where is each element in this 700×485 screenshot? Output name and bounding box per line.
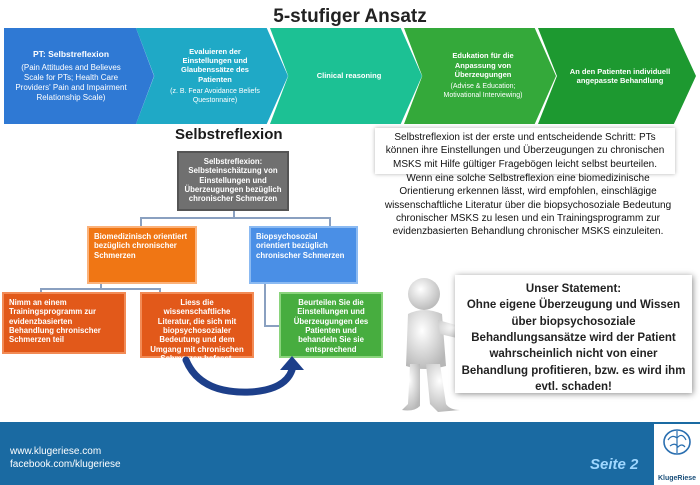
statement-heading: Unser Statement: bbox=[525, 283, 622, 295]
tree-connector bbox=[264, 325, 280, 327]
tree-connector bbox=[140, 217, 142, 227]
process-step-heading: Clinical reasoning bbox=[316, 71, 382, 81]
intro-text: Selbstreflexion ist der erste und entsch… bbox=[375, 128, 675, 174]
statement-body: Ohne eigene Überzeugung und Wissen über … bbox=[461, 299, 686, 393]
facebook-link[interactable]: facebook.com/klugeriese bbox=[10, 459, 121, 470]
process-step-sub: (Advise & Education; Motivational Interv… bbox=[443, 83, 523, 100]
brand-logo: KlugeRiese bbox=[654, 424, 700, 485]
tree-root-box: Selbstreflexion: Selbsteinschätzung von … bbox=[177, 151, 289, 211]
tree-connector bbox=[159, 288, 161, 292]
process-step-heading: PT: Selbstreflexion bbox=[32, 48, 110, 59]
process-step-1: PT: Selbstreflexion (Pain Attitudes and … bbox=[4, 28, 154, 124]
page-title: 5-stufiger Ansatz bbox=[273, 6, 427, 27]
process-step-3: Clinical reasoning bbox=[270, 28, 422, 124]
curved-arrow-icon bbox=[182, 356, 304, 396]
process-step-2: Evaluieren der Einstellungen und Glauben… bbox=[136, 28, 288, 124]
biomedical-box: Biomedizinisch orientiert bezüglich chro… bbox=[87, 226, 197, 284]
footer-bar: www.klugeriese.com facebook.com/klugerie… bbox=[0, 422, 700, 485]
brain-icon bbox=[663, 429, 691, 455]
process-step-sub: (Pain Attitudes and Believes Scale for P… bbox=[15, 63, 127, 103]
tree-connector bbox=[264, 283, 266, 327]
process-step-5: An den Patienten individuell angepasste … bbox=[538, 28, 696, 124]
tree-connector bbox=[140, 217, 330, 219]
process-step-4: Edukation für die Anpassung von Überzeug… bbox=[404, 28, 556, 124]
literature-box: Liess die wissenschaftliche Literatur, d… bbox=[140, 292, 254, 363]
tree-connector bbox=[233, 210, 235, 218]
training-program-box: Nimm an einem Trainingsprogramm zur evid… bbox=[2, 292, 126, 354]
tree-connector bbox=[329, 217, 331, 227]
tree-connector bbox=[40, 288, 160, 290]
assess-patient-box: Beurteilen Sie die Einstellungen und Übe… bbox=[279, 292, 383, 358]
section-title: Selbstreflexion bbox=[175, 126, 283, 143]
process-step-heading: An den Patienten individuell angepasste … bbox=[569, 66, 671, 85]
website-link[interactable]: www.klugeriese.com bbox=[10, 446, 102, 457]
process-step-heading: Edukation für die Anpassung von Überzeug… bbox=[452, 51, 514, 79]
recommendation-text: Wenn eine solche Selbstreflexion eine bi… bbox=[384, 173, 672, 238]
page-number: Seite 2 bbox=[590, 456, 639, 473]
logo-name: KlugeRiese bbox=[657, 475, 697, 482]
statement-box: Unser Statement: Ohne eigene Überzeugung… bbox=[455, 275, 692, 393]
tree-connector bbox=[100, 283, 102, 289]
process-step-heading: Evaluieren der Einstellungen und Glauben… bbox=[181, 46, 249, 84]
tree-connector bbox=[40, 288, 42, 292]
biopsychosocial-box: Biopsychosozial orientiert bezüglich chr… bbox=[249, 226, 358, 284]
process-step-sub: (z. B. Fear Avoidance Beliefs Questonnai… bbox=[170, 88, 260, 104]
